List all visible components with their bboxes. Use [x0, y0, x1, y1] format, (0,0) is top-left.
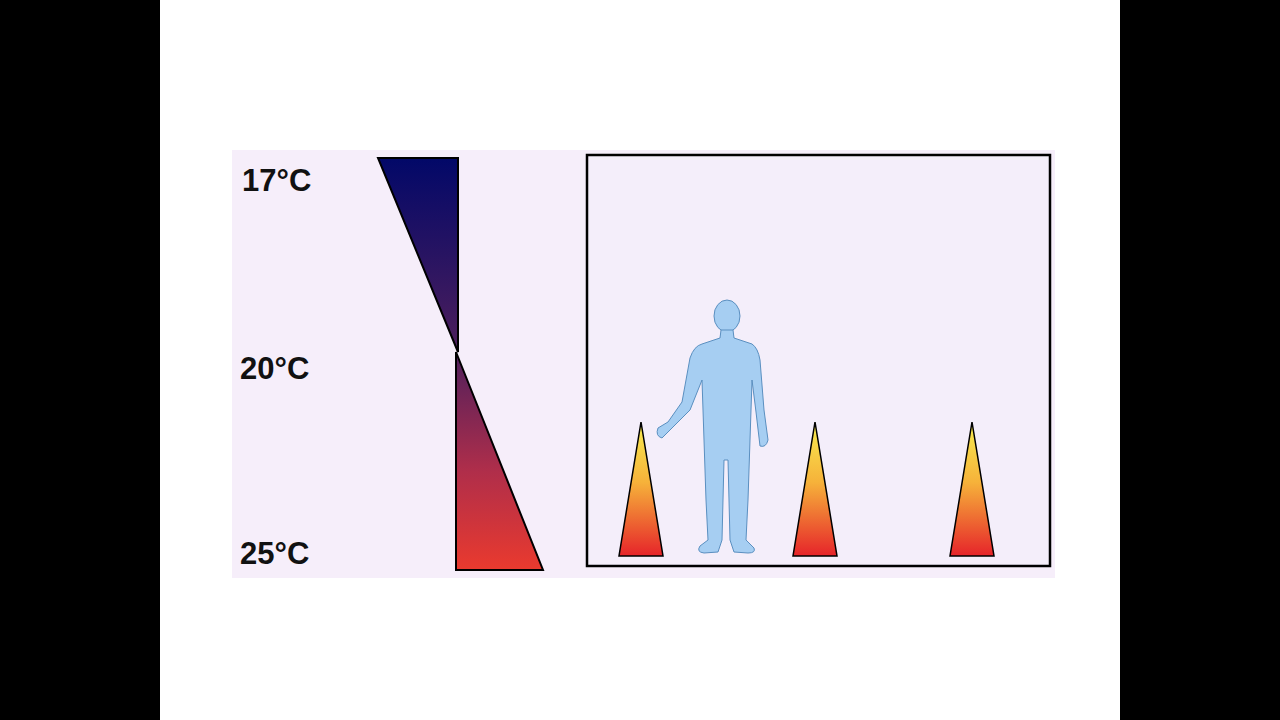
temperature-label: 20°C [240, 353, 309, 384]
room-outline [587, 155, 1050, 566]
cold-wedge [378, 158, 458, 352]
heater-cone [793, 422, 837, 556]
person-body [657, 330, 768, 553]
heater-cone [950, 422, 994, 556]
temperature-label: 17°C [242, 165, 311, 196]
heater-cone [619, 422, 663, 556]
warm-wedge [456, 352, 543, 570]
temperature-label: 25°C [240, 538, 309, 569]
person-figure [657, 300, 768, 553]
person-head [714, 300, 740, 332]
side-bar [1120, 0, 1280, 720]
side-bar [0, 0, 160, 720]
panel-ground [232, 150, 1055, 578]
